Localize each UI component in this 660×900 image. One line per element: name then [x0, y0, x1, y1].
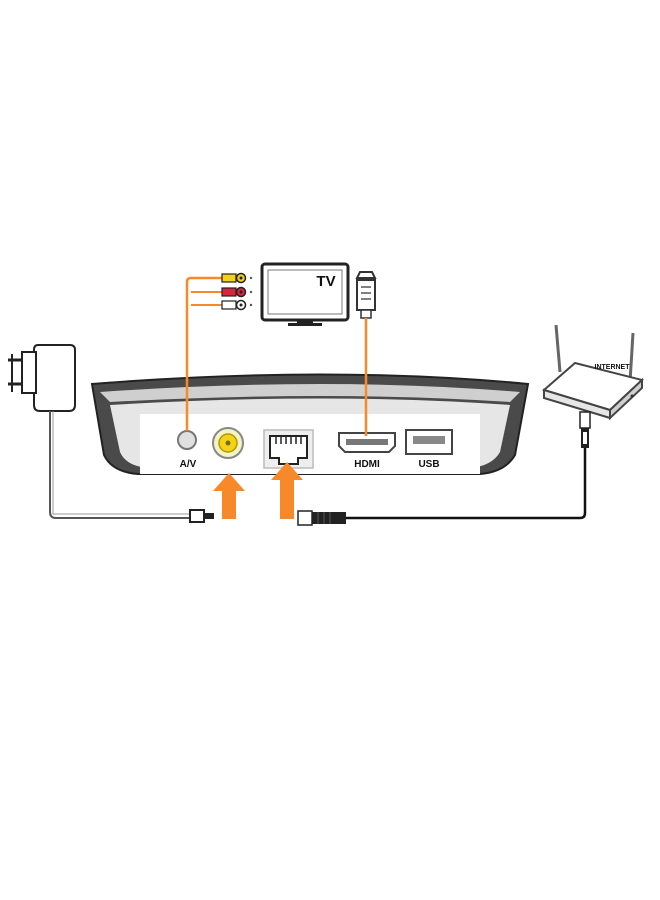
- rca-cable: [185, 276, 222, 431]
- power-adapter-icon: [8, 344, 76, 412]
- hdmi-plug-icon: [355, 271, 377, 319]
- power-cable: [49, 411, 190, 519]
- arrow-up-icon: [213, 473, 245, 519]
- ethernet-plug-icon: [297, 510, 346, 526]
- ethernet-port: [263, 429, 314, 469]
- rca-plug-icon: [221, 272, 253, 311]
- hdmi-port-label: HDMI: [354, 459, 380, 470]
- router-label: INTERNET: [595, 364, 631, 371]
- av-port: [177, 430, 197, 450]
- power-cable-inner: [52, 411, 190, 515]
- arrow-up-icon: [271, 462, 303, 519]
- usb-port: [405, 429, 453, 455]
- yellow-port: [212, 427, 244, 459]
- usb-port-label: USB: [418, 459, 439, 470]
- av-port-label: A/V: [180, 459, 197, 470]
- hdmi-port: [338, 432, 396, 453]
- tv-label: TV: [316, 273, 335, 290]
- tv-icon: [260, 262, 350, 326]
- router-icon: [541, 324, 645, 421]
- ethernet-plug-icon: [579, 411, 591, 448]
- power-plug: [189, 509, 214, 523]
- ethernet-cable: [346, 448, 587, 520]
